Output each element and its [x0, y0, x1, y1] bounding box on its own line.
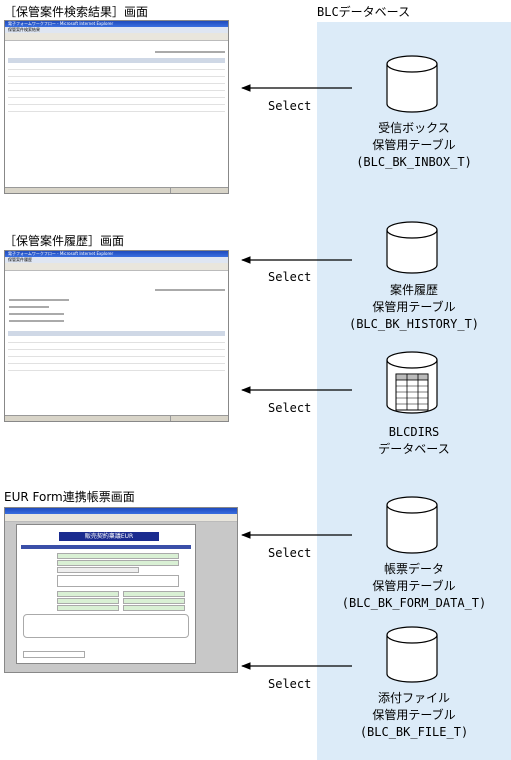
page-title: 保管案件履歴	[5, 257, 228, 263]
screen-title-form: EUR Form連携帳票画面	[4, 490, 135, 504]
select-label-1: Select	[268, 99, 312, 113]
page-title: 保管案件検索結果	[5, 27, 228, 33]
form-page: 販売契約稟議EUR	[16, 524, 196, 664]
form-title: 販売契約稟議EUR	[59, 532, 159, 541]
screen-title-search: ［保管案件検索結果］画面	[4, 5, 149, 19]
window-title: 電子フォームワークフロー - Microsoft Internet Explor…	[5, 21, 228, 27]
form-screen-thumbnail: 販売契約稟議EUR	[4, 507, 238, 673]
toolbar	[5, 33, 228, 41]
database-cylinder-blcdirs	[386, 351, 438, 414]
db-column-title: BLCデータベース	[317, 5, 411, 19]
select-label-4: Select	[268, 546, 312, 560]
toolbar	[5, 263, 228, 271]
window-title: 電子フォームワークフロー - Microsoft Internet Explor…	[5, 251, 228, 257]
select-label-3: Select	[268, 401, 312, 415]
history-screen-thumbnail: 電子フォームワークフロー - Microsoft Internet Explor…	[4, 250, 229, 422]
database-cylinder-form-data	[386, 496, 438, 554]
db-label-file: 添付ファイル 保管用テーブル (BLC_BK_FILE_T)	[359, 691, 469, 739]
select-label-5: Select	[268, 677, 312, 691]
database-cylinder-history	[386, 221, 438, 274]
db-label-blcdirs: BLCDIRS データベース	[378, 425, 450, 456]
db-label-form-data: 帳票データ 保管用テーブル (BLC_BK_FORM_DATA_T)	[341, 562, 487, 610]
db-label-history: 案件履歴 保管用テーブル (BLC_BK_HISTORY_T)	[348, 283, 480, 331]
database-cylinder-inbox	[386, 55, 438, 113]
select-label-2: Select	[268, 270, 312, 284]
search-screen-thumbnail: 電子フォームワークフロー - Microsoft Internet Explor…	[4, 20, 229, 194]
toolbar	[5, 514, 237, 522]
screen-title-history: ［保管案件履歴］画面	[4, 234, 125, 248]
db-label-inbox: 受信ボックス 保管用テーブル (BLC_BK_INBOX_T)	[356, 121, 472, 169]
database-cylinder-file	[386, 626, 438, 683]
